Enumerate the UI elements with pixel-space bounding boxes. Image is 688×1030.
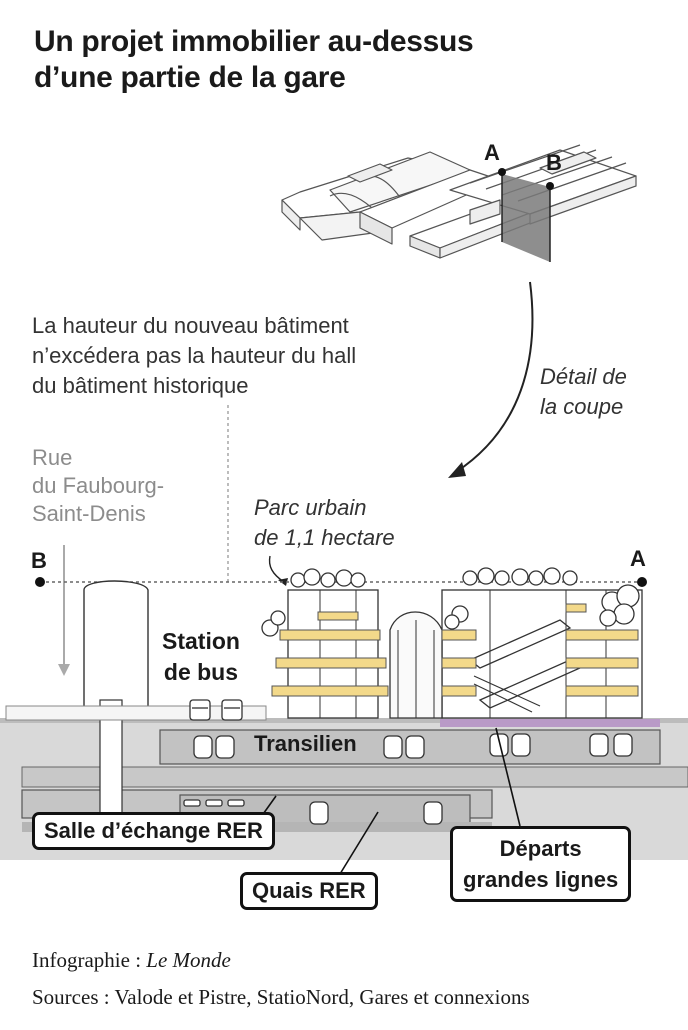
park-note-line-1: Parc urbain — [254, 495, 367, 520]
credit-line: Infographie : Le Monde — [32, 948, 231, 973]
title-line-1: Un projet immobilier au-dessus — [34, 25, 474, 58]
point-b-label: B — [31, 548, 47, 573]
bus-station-line-2: de bus — [163, 659, 239, 685]
point-b-top-marker — [546, 182, 554, 190]
bus-station-label: Station de bus — [162, 626, 240, 688]
detail-note-line-1: Détail de — [540, 364, 627, 389]
bus-station-line-1: Station — [162, 628, 240, 654]
rer-platforms-label: Quais RER — [240, 872, 378, 910]
height-note-line-3: du bâtiment historique — [32, 373, 249, 398]
detail-arrow — [455, 281, 534, 473]
street-note-line-1: Rue — [32, 445, 73, 470]
point-b-marker — [35, 577, 45, 587]
point-b-top-label: B — [546, 150, 562, 175]
departures-label: Départs grandes lignes — [450, 826, 632, 902]
floor-slabs — [271, 603, 639, 697]
park-note: Parc urbain de 1,1 hectare — [254, 493, 395, 553]
park-trees — [261, 567, 640, 637]
section-plane — [502, 174, 550, 262]
point-a-label: A — [630, 546, 646, 571]
credit-prefix: Infographie : — [32, 948, 147, 972]
departures-line-2: grandes lignes — [463, 867, 619, 892]
station-overview-3d — [281, 144, 637, 259]
street-note: Rue du Faubourg- Saint-Denis — [32, 444, 164, 528]
height-note-line-1: La hauteur du nouveau bâtiment — [32, 313, 349, 338]
height-note-line-2: n’excédera pas la hauteur du hall — [32, 343, 357, 368]
point-a-top-label: A — [484, 140, 500, 165]
street-note-line-2: du Faubourg- — [32, 473, 165, 498]
park-note-line-2: de 1,1 hectare — [254, 525, 395, 550]
historic-hall — [83, 580, 149, 709]
sources-line: Sources : Valode et Pistre, StatioNord, … — [32, 985, 530, 1009]
new-building — [287, 589, 643, 719]
page-title: Un projet immobilier au-dessus d’une par… — [34, 24, 674, 96]
point-a-marker — [637, 577, 647, 587]
transilien-label: Transilien — [250, 731, 361, 757]
detail-note: Détail de la coupe — [540, 362, 627, 422]
street-note-line-3: Saint-Denis — [32, 501, 146, 526]
point-a-top-marker — [498, 168, 506, 176]
departures-line-1: Départs — [499, 836, 582, 861]
height-note: La hauteur du nouveau bâtiment n’excéder… — [32, 311, 356, 401]
train-cross-sections — [183, 733, 633, 825]
rer-exchange-label: Salle d’échange RER — [32, 812, 275, 850]
buses — [189, 699, 243, 721]
detail-note-line-2: la coupe — [540, 394, 624, 419]
title-line-2: d’une partie de la gare — [34, 61, 346, 94]
credit-name: Le Monde — [146, 948, 231, 972]
